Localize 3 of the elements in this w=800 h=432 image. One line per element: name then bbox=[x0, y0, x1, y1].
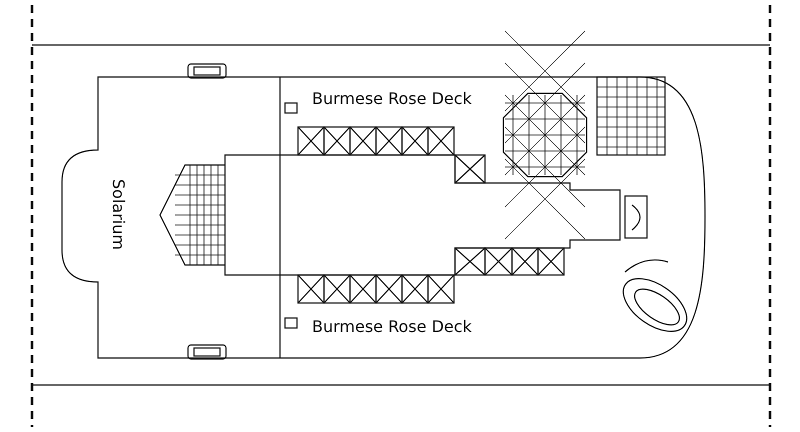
deck-name-label: Burmese Rose Deck bbox=[312, 91, 472, 107]
area-label: Solarium bbox=[110, 179, 126, 250]
deck-name-label: Burmese Rose Deck bbox=[312, 319, 472, 335]
